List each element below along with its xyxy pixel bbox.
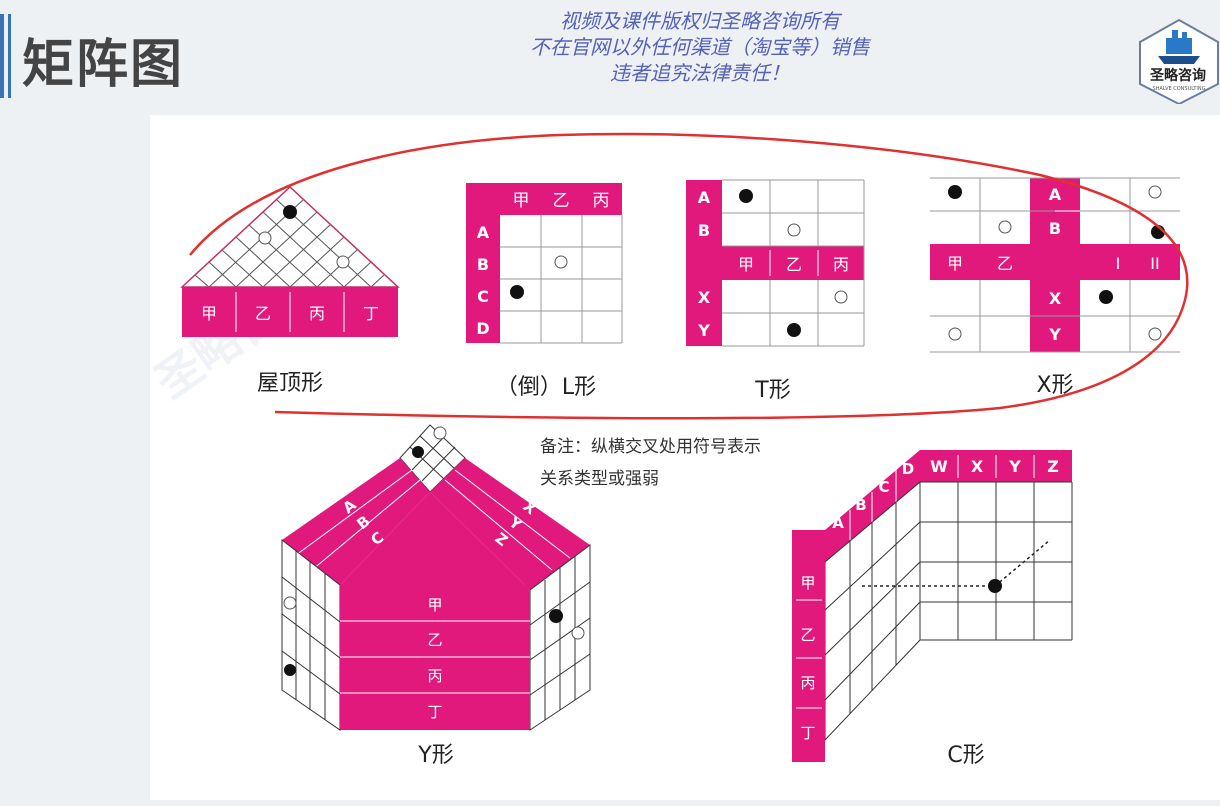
roof-caption: 屋顶形: [257, 371, 323, 396]
c-mark-filled: [988, 579, 1002, 593]
c-caption: C形: [947, 743, 984, 768]
y-front-label-2: 乙: [427, 631, 442, 649]
t-mark-open-1: [787, 223, 801, 237]
y-front-label-3: 丙: [427, 667, 442, 685]
t-matrix: A B 甲 乙 丙 X Y T形: [686, 179, 865, 403]
l-top-label-3: 丙: [593, 191, 610, 211]
l-side-label-a: A: [477, 223, 490, 242]
x-mark-open-1: [1148, 185, 1162, 199]
t-label-y: Y: [697, 321, 710, 340]
x-mark-open-4: [1148, 327, 1162, 341]
y-mark-filled-left: [284, 664, 296, 676]
c-top-label-x: X: [971, 457, 984, 476]
x-matrix: A B 甲 乙 I II X Y X形: [930, 177, 1180, 398]
logo-subtext: SHALVE CONSULTING: [1152, 86, 1205, 92]
t-mid-label-3: 丙: [833, 255, 849, 274]
t-mid-label-1: 甲: [738, 255, 754, 274]
c-side-label-2: 乙: [800, 626, 815, 644]
copyright-notice: 视频及课件版权归圣略咨询所有 不在官网以外任何渠道（淘宝等）销售 违者追究法律责…: [490, 8, 910, 86]
c-top-label-z: Z: [1047, 457, 1059, 476]
t-mark-filled-1: [739, 189, 753, 203]
x-label-b: B: [1049, 219, 1061, 238]
roof-mark-filled: [283, 205, 297, 219]
l-matrix: 甲 乙 丙 A B C D （倒）L形: [466, 183, 623, 400]
c-top-label-w: W: [930, 457, 948, 476]
l-side-label-b: B: [477, 255, 489, 274]
l-side-label-c: C: [477, 287, 489, 306]
x-mid-label-1: 甲: [947, 254, 963, 273]
page-title: 矩阵图: [22, 35, 185, 95]
l-mark-filled: [510, 285, 524, 299]
t-label-x: X: [698, 288, 711, 307]
annotation-circle: [189, 132, 1189, 420]
x-mark-filled-3: [1099, 290, 1113, 304]
y-front-label-4: 丁: [427, 703, 442, 721]
notice-line-1: 视频及课件版权归圣略咨询所有: [560, 9, 840, 33]
roof-label-4: 丁: [363, 304, 379, 323]
y-mark-open-left: [283, 596, 297, 610]
note-line-2: 关系类型或强弱: [540, 469, 659, 489]
x-mid-label-2: 乙: [997, 254, 1013, 273]
logo-text: 圣略咨询: [1149, 67, 1206, 84]
l-top-label-1: 甲: [513, 191, 530, 211]
roof-label-2: 乙: [255, 304, 271, 323]
c-side-label-4: 丁: [800, 724, 815, 742]
title-accent-bar-2: [8, 14, 11, 98]
c-diag-label-a: A: [832, 514, 844, 532]
c-diag-label-d: D: [902, 460, 914, 478]
c-top-label-y: Y: [1008, 457, 1021, 476]
x-label-x: X: [1049, 289, 1062, 308]
y-mark-open-top: [433, 426, 447, 440]
x-mark-open-3: [948, 327, 962, 341]
l-mark-open: [554, 255, 568, 269]
x-label-y: Y: [1048, 325, 1061, 344]
roof-label-1: 甲: [201, 304, 217, 323]
x-mark-filled-1: [948, 185, 962, 199]
l-top-label-2: 乙: [553, 191, 570, 211]
x-mid-label-4: II: [1150, 254, 1159, 273]
l-side-label-d: D: [476, 319, 489, 338]
y-caption: Y形: [417, 743, 453, 768]
note-line-1: 备注：纵横交叉处用符号表示: [540, 437, 761, 457]
t-mid-label-2: 乙: [786, 255, 802, 274]
roof-label-3: 丙: [309, 304, 325, 323]
x-mark-open-2: [998, 220, 1012, 234]
y-mark-open-right: [571, 626, 585, 640]
notice-line-3: 违者追究法律责任！: [610, 61, 790, 85]
y-mark-filled-right: [549, 609, 563, 623]
c-side-label-1: 甲: [800, 574, 815, 592]
y-mark-filled-top: [412, 446, 424, 458]
roof-mark-open-2: [336, 255, 350, 269]
t-mark-open-2: [834, 290, 848, 304]
roof-mark-open-1: [258, 231, 272, 245]
t-label-b: B: [698, 221, 710, 240]
logo-ship-icon: [1166, 38, 1192, 54]
matrix-diagrams: 圣略咨 甲 乙 丙 丁 屋顶形 甲 乙 丙 A B: [145, 132, 1189, 768]
t-label-a: A: [698, 188, 711, 207]
roof-matrix: 甲 乙 丙 丁 屋顶形: [180, 185, 400, 396]
diagram-card: 圣略咨 甲 乙 丙 丁 屋顶形 甲 乙 丙 A B: [145, 115, 1220, 800]
y-front-label-1: 甲: [427, 596, 442, 614]
x-mid-label-3: I: [1116, 254, 1121, 273]
notice-line-2: 不在官网以外任何渠道（淘宝等）销售: [530, 35, 870, 59]
t-mark-filled-2: [787, 323, 801, 337]
y-matrix: A B C X Y Z 甲 乙 丙 丁 Y形: [281, 424, 591, 768]
c-diag-label-c: C: [878, 478, 889, 496]
c-matrix: W X Y Z A B C D 甲 乙 丙 丁 C形: [792, 450, 1073, 768]
t-caption: T形: [754, 378, 790, 403]
l-caption: （倒）L形: [496, 375, 596, 400]
c-diag-label-b: B: [855, 496, 866, 514]
x-label-a: A: [1049, 185, 1062, 204]
company-logo: 圣略咨询 SHALVE CONSULTING: [1139, 18, 1219, 104]
title-accent-bar: [0, 14, 4, 98]
c-side-label-3: 丙: [800, 674, 815, 692]
